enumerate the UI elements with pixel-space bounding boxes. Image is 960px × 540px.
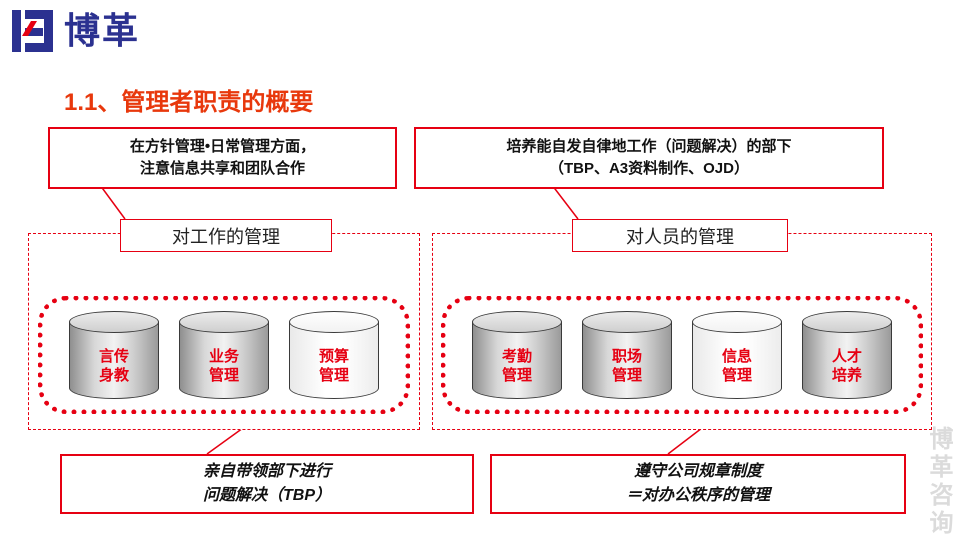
work-items-frame: 言传 身教 业务 管理 预算 管理 [38, 296, 410, 414]
work-management-header: 对工作的管理 [120, 219, 332, 252]
top-callout-right-text: 培养能自发自律地工作（问题解决）的部下 （TBP、A3资料制作、OJD） [506, 137, 792, 178]
cylinder-top [692, 311, 782, 333]
cylinder-ye-wu-guan-li: 业务 管理 [179, 311, 269, 399]
cylinder-label: 人才 培养 [831, 347, 862, 385]
cylinder-top [802, 311, 892, 333]
cylinder-top [582, 311, 672, 333]
cylinder-label: 预算 管理 [318, 347, 349, 385]
top-callout-left: 在方针管理•日常管理方面， 注意信息共享和团队合作 [48, 127, 397, 189]
cylinder-top [472, 311, 562, 333]
bottom-callout-left: 亲自带领部下进行 问题解决（TBP） [60, 454, 474, 514]
cylinder-body [179, 322, 269, 399]
cylinder-body [472, 322, 562, 399]
cylinder-body [802, 322, 892, 399]
cylinder-body [69, 322, 159, 399]
cylinder-body [289, 322, 379, 399]
logo-text: 博革 [64, 10, 141, 51]
cylinder-yu-suan-guan-li: 预算 管理 [289, 311, 379, 399]
cylinder-label: 考勤 管理 [501, 347, 532, 385]
cylinder-body [582, 322, 672, 399]
bottom-callout-right-text: 遵守公司规章制度 ＝对办公秩序的管理 [625, 463, 770, 504]
cylinder-yan-chuan-shen-jiao: 言传 身教 [69, 311, 159, 399]
watermark: 博革咨询 [925, 426, 952, 538]
top-callout-right: 培养能自发自律地工作（问题解决）的部下 （TBP、A3资料制作、OJD） [414, 127, 884, 189]
cylinder-body [692, 322, 782, 399]
cylinder-label: 信息 管理 [721, 347, 752, 385]
cylinder-label: 职场 管理 [611, 347, 642, 385]
logo-icon [12, 10, 53, 52]
bottom-callout-right: 遵守公司规章制度 ＝对办公秩序的管理 [490, 454, 906, 514]
people-items-frame: 考勤 管理 职场 管理 信息 管理 人才 培养 [441, 296, 923, 414]
cylinder-top [289, 311, 379, 333]
cylinder-kao-qin-guan-li: 考勤 管理 [472, 311, 562, 399]
cylinder-ren-cai-pei-yang: 人才 培养 [802, 311, 892, 399]
cylinder-top [179, 311, 269, 333]
people-management-header: 对人员的管理 [572, 219, 788, 252]
logo: 博革 [12, 8, 140, 54]
cylinder-label: 业务 管理 [208, 347, 239, 385]
bottom-callout-left-text: 亲自带领部下进行 问题解决（TBP） [202, 463, 331, 504]
cylinder-label: 言传 身教 [98, 347, 129, 385]
page-title: 1.1、管理者职责的概要 [64, 89, 314, 116]
cylinder-xin-xi-guan-li: 信息 管理 [692, 311, 782, 399]
top-callout-left-text: 在方针管理•日常管理方面， 注意信息共享和团队合作 [129, 137, 316, 178]
cylinder-zhi-chang-guan-li: 职场 管理 [582, 311, 672, 399]
cylinder-top [69, 311, 159, 333]
